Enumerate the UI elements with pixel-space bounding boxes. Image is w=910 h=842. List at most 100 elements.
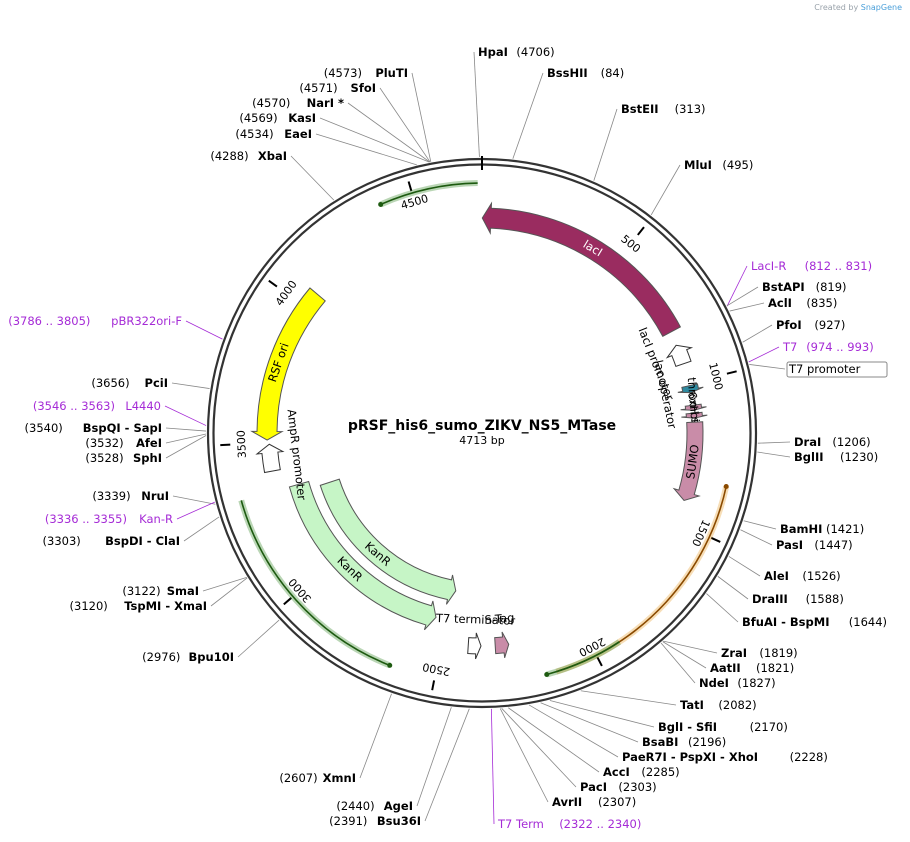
site-label[interactable]: NruI(3339) [92,489,169,503]
site-position: (2391) [329,814,367,828]
site-leader [416,707,452,807]
site-label[interactable]: XbaI(4288) [210,149,287,163]
site-label[interactable]: T7 Term(2322 .. 2340) [497,817,641,831]
site-name: AatII [710,661,741,675]
site-position: (2976) [142,650,180,664]
site-label[interactable]: LacI-R(812 .. 831) [751,259,872,273]
site-position: (974 .. 993) [806,340,874,354]
site-label[interactable]: PacI(2303) [580,780,657,794]
tick-mark [283,597,293,606]
plasmid-name: pRSF_his6_sumo_ZIKV_NS5_MTase [348,418,616,434]
site-label[interactable]: PaeR7I - PspXI - XhoI(2228) [622,750,828,764]
site-label[interactable]: AleI(1526) [764,569,841,583]
site-label[interactable]: PasI(1447) [776,538,853,552]
site-position: (495) [722,158,753,172]
site-label[interactable]: HpaI(4706) [478,45,555,59]
site-position: (2170) [750,720,788,734]
site-label[interactable]: BssHII(84) [547,66,624,80]
site-label[interactable]: Bsu36I (2391) [329,814,421,828]
site-label[interactable]: TatI(2082) [680,698,757,712]
site-leader [501,708,577,788]
feature-6xhis [680,403,707,411]
site-leader [663,640,718,654]
site-label[interactable]: XmnI(2607) [279,771,356,785]
site-position: (1588) [806,592,844,606]
tick-mark [268,279,278,288]
site-name: NruI [141,489,169,503]
site-name: HpaI [478,45,508,59]
orf-line [546,641,620,676]
site-label[interactable]: DraI(1206) [794,435,871,449]
site-label[interactable]: T7(974 .. 993) [782,340,874,354]
orf-line [240,500,391,667]
site-name: L4440 [125,399,161,413]
site-name: Bsu36I [377,814,421,828]
orf-line [380,182,478,206]
site-name: BglII [794,450,824,464]
site-leader [650,164,681,216]
site-leader-lines [164,51,791,825]
site-leader [528,704,619,758]
site-label[interactable]: SmaI(3122) [122,584,199,598]
site-label[interactable]: BglII(1230) [794,450,878,464]
site-name: NarI * [307,96,344,110]
site-label[interactable]: SfoI(4571) [299,81,376,95]
site-position: (3540) [25,421,63,435]
site-leader [411,72,432,162]
site-name: PluTI [375,66,408,80]
site-label[interactable]: BfuAI - BspMI(1644) [742,615,887,629]
site-name: AgeI [384,799,413,813]
site-label[interactable]: BspDI - ClaI(3303) [43,534,180,548]
site-label[interactable]: BstEII(313) [621,102,706,116]
site-label[interactable]: SphI(3528) [85,451,162,465]
site-label[interactable]: MluI(495) [684,158,753,172]
site-name: XbaI [258,149,287,163]
site-label[interactable]: pBR322ori-F(3786 .. 3805) [8,314,182,328]
orf-highlight [379,180,478,208]
site-position: (4571) [299,81,337,95]
site-label[interactable]: KasI (4569) [239,111,316,125]
site-label[interactable]: BstAPI(819) [762,280,847,294]
site-label[interactable]: NdeI(1827) [699,676,776,690]
site-label[interactable]: BamHI(1421) [780,522,864,536]
site-label[interactable]: Bpu10I(2976) [142,650,234,664]
site-label[interactable]: AvrII(2307) [552,795,636,809]
site-label[interactable]: BglI - SfiI(2170) [658,720,788,734]
site-label[interactable]: PciI(3656) [91,376,168,390]
site-leader [726,286,759,307]
site-label[interactable]: AclI(835) [768,296,837,310]
site-label[interactable]: L4440(3546 .. 3563) [33,399,161,413]
site-position: (2307) [598,795,636,809]
site-label[interactable]: PfoI(927) [776,318,845,332]
site-label[interactable]: BspQI - SapI(3540) [25,421,162,435]
site-leader [662,641,707,669]
site-label[interactable]: AfeI(3532) [85,436,162,450]
site-name: BamHI [780,522,822,536]
site-label[interactable]: PluTI (4573) [324,66,408,80]
site-name: LacI-R [751,259,786,273]
site-name: AfeI [136,436,162,450]
site-label[interactable]: EaeI(4534) [235,127,312,141]
site-position: (4569) [239,111,277,125]
site-position: (4573) [324,66,362,80]
site-label[interactable]: DraIII(1588) [752,592,844,606]
site-label[interactable]: TspMI - XmaI(3120) [70,599,207,613]
site-label[interactable]: Kan-R(3336 .. 3355) [45,512,173,526]
site-label[interactable]: AccI(2285) [603,765,680,779]
site-position: (3303) [43,534,81,548]
site-leader [359,693,392,779]
site-name: BsaBI [642,735,678,749]
site-label[interactable]: AatII(1821) [710,661,794,675]
site-position: (3336 .. 3355) [45,512,127,526]
site-label[interactable]: AgeI(2440) [336,799,413,813]
site-label[interactable]: T7 promoter [786,361,888,378]
site-leader [319,117,430,163]
site-name: SphI [133,451,162,465]
site-label[interactable]: NarI *(4570) [252,96,344,110]
site-label[interactable]: ZraI(1819) [721,646,798,660]
site-leader [748,346,780,363]
site-label[interactable]: BsaBI(2196) [642,735,726,749]
feature-sumo [672,421,704,502]
site-name: KasI [288,111,316,125]
